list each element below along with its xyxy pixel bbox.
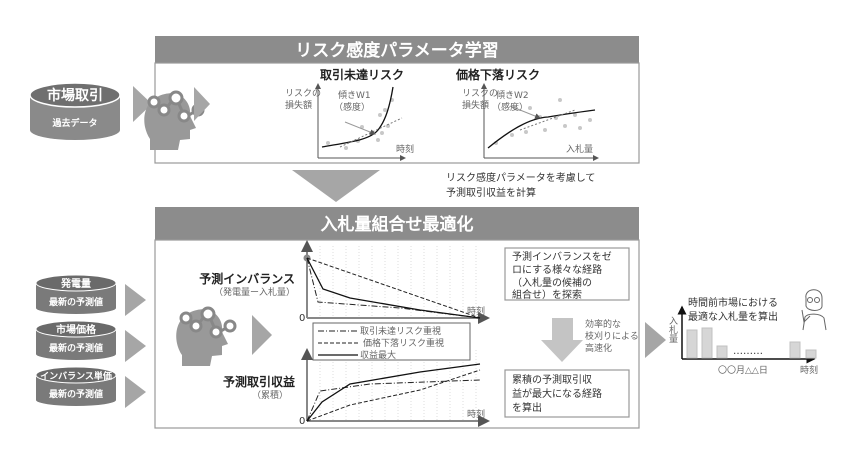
input-db-price: 市場価格 最新の予測値 (35, 320, 117, 360)
legend-item: 取引未達リスク重視 (360, 325, 441, 337)
step1-line: （入札量の候補の (512, 276, 592, 289)
result-ellipsis: ……… (733, 346, 763, 357)
step2-line: を算出 (512, 401, 542, 414)
input-title: 市場価格 (56, 323, 97, 336)
imbalance-label: 予測インバランス (199, 271, 295, 286)
result-ylabel: 札 (669, 324, 678, 336)
result-title: 時間前市場における (688, 296, 778, 309)
transition-line1: リスク感度パラメータを考慮して (446, 171, 595, 184)
input-subtitle: 最新の予測値 (49, 342, 103, 354)
chart1-slope: 傾きW1 (338, 89, 371, 101)
imbalance-chart: 予測インバランス （発電量ー入札量） 0 時刻 (199, 240, 490, 421)
risk-chart-unfulfilled: 取引未達リスク リスクの 損失額 傾きW1 （感度） 時刻 (285, 67, 414, 161)
arrow-right-icon (125, 284, 146, 316)
imbalance-zero: 0 (299, 313, 305, 324)
result-ylabel: 入 (669, 316, 678, 327)
risk-learning-title: リスク感度パラメータ学習 (295, 40, 499, 61)
arrow-right-icon (125, 376, 146, 408)
chart1-title: 取引未達リスク (320, 67, 404, 82)
market-db-subtitle: 過去データ (51, 117, 97, 129)
transition-line2: 予測取引収益を計算 (446, 186, 536, 199)
bid-bar (716, 345, 728, 359)
chart2-slope-sub: （感度） (492, 101, 528, 113)
chart1-ylabel: 損失額 (285, 99, 312, 111)
input-title: インバランス単価 (40, 370, 112, 382)
arrow-right-icon (252, 315, 272, 355)
bid-bar (701, 327, 713, 359)
result-xlabel: 時刻 (800, 364, 818, 376)
revenue-chart: 予測取引収益 （累積） 0 時刻 (223, 348, 490, 427)
bid-bar (686, 329, 698, 359)
revenue-sublabel: （累積） (252, 389, 288, 401)
step1-line: 予測インバランスをゼ (512, 250, 612, 263)
step1-box: 予測インバランスをゼ ロにする様々な経路 （入札量の候補の 組合せ）を探索 (504, 247, 630, 301)
revenue-label: 予測取引収益 (223, 374, 295, 389)
imbalance-xlabel: 時刻 (467, 305, 485, 317)
step1-line: 組合せ）を探索 (512, 288, 582, 301)
step1-line: ロにする様々な経路 (512, 263, 602, 276)
step2-line: 益が最大になる経路 (512, 387, 602, 400)
speedup-line: 効率的な (585, 318, 621, 330)
legend: 取引未達リスク重視 価格下落リスク重視 収益最大 (312, 322, 471, 361)
chart2-xlabel: 入札量 (566, 143, 593, 155)
result-ylabel: 量 (669, 334, 678, 345)
input-title: 発電量 (60, 277, 91, 290)
chart1-ylabel: リスクの (285, 88, 321, 99)
result-date: 〇〇月△△日 (718, 365, 768, 376)
market-db-cylinder: 市場取引 過去データ (29, 82, 121, 140)
arrow-right-icon (133, 86, 152, 122)
arrow-down-icon (541, 318, 583, 362)
legend-item: 収益最大 (360, 349, 396, 361)
speedup-line: 枝刈りによる (585, 330, 639, 342)
arrow-down-icon (292, 170, 380, 202)
bid-bar (805, 349, 817, 359)
arrow-right-icon (125, 330, 146, 362)
input-db-imbalance-price: インバランス単価 最新の予測値 (35, 366, 117, 406)
person-on-phone-icon (801, 289, 827, 331)
result-chart: 時間前市場における 最適な入札量を算出 入 札 量 ……… 〇〇月△△日 時刻 (669, 296, 818, 376)
arrow-right-icon (645, 322, 666, 358)
risk-learning-panel: リスク感度パラメータ学習 (154, 36, 640, 164)
speedup-line: 高速化 (585, 342, 612, 354)
input-db-power: 発電量 最新の予測値 (35, 274, 117, 314)
chart1-slope-sub: （感度） (334, 101, 370, 113)
legend-item: 価格下落リスク重視 (363, 337, 444, 349)
arrow-right-icon (194, 87, 210, 121)
input-subtitle: 最新の予測値 (49, 388, 103, 400)
revenue-xlabel: 時刻 (467, 408, 485, 420)
market-db-title: 市場取引 (47, 87, 103, 104)
step2-line: 累積の予測取引収 (512, 373, 592, 386)
bid-bar (789, 341, 801, 359)
step2-box: 累積の予測取引収 益が最大になる経路 を算出 (504, 369, 630, 418)
risk-chart-price-drop: 価格下落リスク リスクの 損失額 傾きW2 （感度） 入札量 (455, 67, 599, 161)
chart2-title: 価格下落リスク (455, 67, 540, 82)
chart1-xlabel: 時刻 (396, 143, 414, 155)
chart2-ylabel: 損失額 (462, 99, 489, 111)
input-subtitle: 最新の予測値 (49, 296, 103, 308)
chart2-slope: 傾きW2 (496, 89, 529, 101)
imbalance-sublabel: （発電量ー入札量） (214, 286, 295, 298)
chart2-ylabel: リスクの (462, 88, 498, 99)
result-title: 最適な入札量を算出 (688, 310, 778, 323)
optimization-title: 入札量組合せ最適化 (321, 214, 474, 235)
revenue-zero: 0 (299, 416, 305, 427)
